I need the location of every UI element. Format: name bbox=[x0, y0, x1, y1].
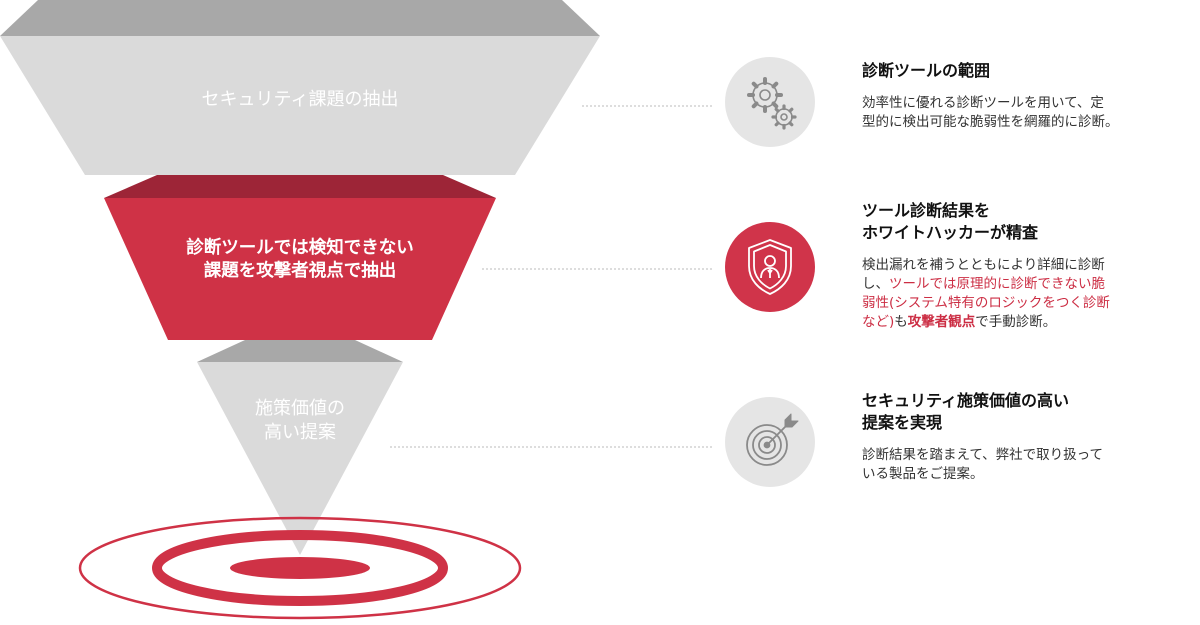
item-whitehacker-desc-line4: など)も攻撃者観点で手動診断。 bbox=[862, 313, 1192, 332]
funnel-tier1-label: セキュリティ課題の抽出 bbox=[201, 89, 399, 110]
desc-line4-end: で手動診断。 bbox=[975, 314, 1057, 330]
funnel-tier2-line1: 診断ツールでは検知できない bbox=[186, 238, 414, 258]
funnel-tier1-face bbox=[0, 36, 600, 175]
item-tool-scope-title: 診断ツールの範囲 bbox=[862, 61, 991, 80]
desc-line4-bold: 攻撃者観点 bbox=[907, 314, 976, 330]
item-whitehacker-title-line1: ツール診断結果を bbox=[862, 201, 991, 220]
funnel-tier2-line2: 課題を攻撃者視点で抽出 bbox=[203, 260, 397, 281]
item-whitehacker-review: ツール診断結果を ホワイトハッカーが精査 検出漏れを補うとともにより詳細に診断 … bbox=[862, 200, 1192, 332]
item-tool-scope-desc-line1: 効率性に優れる診断ツールを用いて、定 bbox=[862, 95, 1104, 111]
funnel-tier3-line2: 高い提案 bbox=[264, 422, 336, 444]
funnel-tier2-face bbox=[104, 198, 496, 340]
funnel-tier3-label: 施策価値の 高い提案 bbox=[200, 397, 400, 446]
item-whitehacker-title-line2: ホワイトハッカーが精査 bbox=[862, 223, 1039, 242]
item-tool-scope-desc-line2: 型的に検出可能な脆弱性を網羅的に診断。 bbox=[862, 114, 1119, 130]
funnel-tier1-top bbox=[0, 0, 600, 36]
funnel-tier2-label: 診断ツールでは検知できない 課題を攻撃者視点で抽出 bbox=[110, 237, 490, 283]
item-whitehacker-desc-line3: 弱性(システム特有のロジックをつく診断 bbox=[862, 295, 1110, 311]
desc-line2-plain: し、 bbox=[862, 276, 889, 292]
item-proposal-title-line1: セキュリティ施策価値の高い bbox=[862, 391, 1070, 410]
item-tool-scope: 診断ツールの範囲 効率性に優れる診断ツールを用いて、定 型的に検出可能な脆弱性を… bbox=[862, 60, 1192, 132]
item-proposal-title: セキュリティ施策価値の高い 提案を実現 bbox=[862, 390, 1192, 434]
shield-hacker-icon-circle bbox=[725, 222, 815, 312]
item-whitehacker-review-desc: 検出漏れを補うとともにより詳細に診断 し、ツールでは原理的に診断できない脆 弱性… bbox=[862, 256, 1192, 332]
desc-line4-mid: も bbox=[894, 314, 908, 330]
item-proposal-desc: 診断結果を踏まえて、弊社で取り扱って いる製品をご提案。 bbox=[862, 446, 1192, 484]
desc-line2-highlight: ツールでは原理的に診断できない脆 bbox=[889, 276, 1105, 292]
item-proposal-title-line2: 提案を実現 bbox=[862, 413, 943, 432]
item-proposal-desc-line1: 診断結果を踏まえて、弊社で取り扱って bbox=[862, 447, 1103, 463]
funnel-tier3-line1: 施策価値の bbox=[255, 398, 345, 419]
target-arrow-icon-circle bbox=[725, 397, 815, 487]
target-outer-ring bbox=[78, 516, 522, 620]
item-tool-scope-desc: 効率性に優れる診断ツールを用いて、定 型的に検出可能な脆弱性を網羅的に診断。 bbox=[862, 94, 1192, 132]
funnel-tier3-face bbox=[197, 362, 403, 555]
target-arrow-icon bbox=[746, 413, 799, 466]
item-whitehacker-desc-line1: 検出漏れを補うとともにより詳細に診断 bbox=[862, 257, 1105, 273]
gears-icon-circle bbox=[725, 57, 815, 147]
target-bullseye bbox=[230, 557, 370, 579]
shield-hacker-icon bbox=[748, 239, 792, 295]
desc-line4-highlight: など) bbox=[862, 314, 895, 330]
target-middle-ring bbox=[152, 530, 448, 606]
item-whitehacker-review-title: ツール診断結果を ホワイトハッカーが精査 bbox=[862, 200, 1192, 244]
funnel-tier2-top bbox=[104, 175, 496, 198]
funnel-tier3-top bbox=[197, 340, 403, 362]
item-proposal-desc-line2: いる製品をご提案。 bbox=[862, 466, 984, 482]
item-whitehacker-desc-line2: し、ツールでは原理的に診断できない脆 bbox=[862, 275, 1192, 294]
gears-icon bbox=[747, 77, 797, 130]
item-proposal: セキュリティ施策価値の高い 提案を実現 診断結果を踏まえて、弊社で取り扱って い… bbox=[862, 390, 1192, 484]
